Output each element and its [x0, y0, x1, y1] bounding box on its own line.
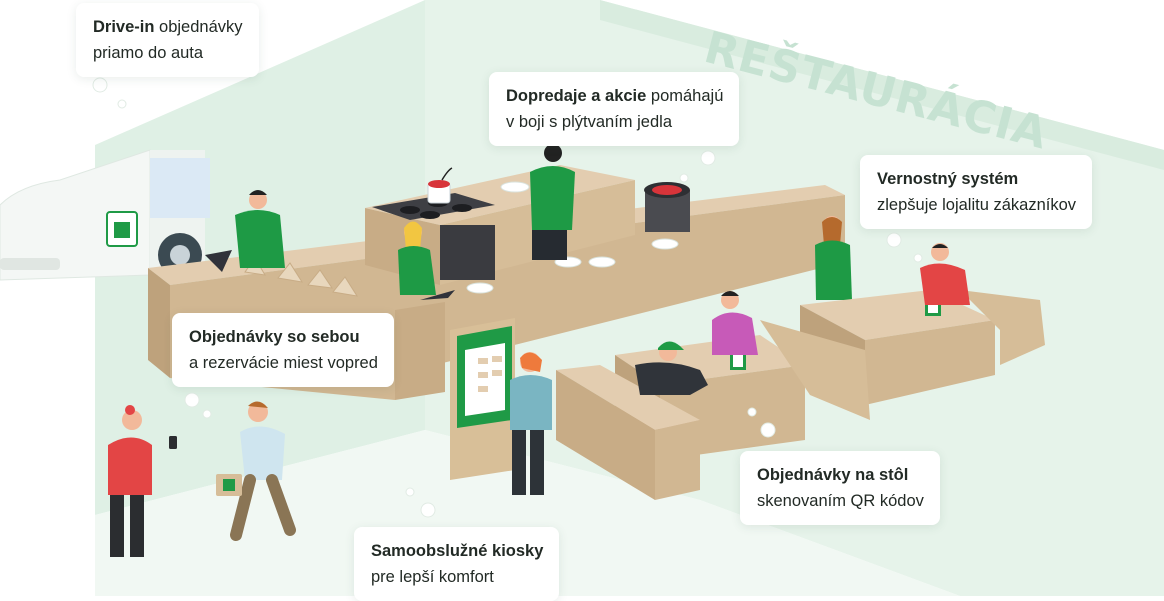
thought-bubble [92, 77, 923, 518]
customer-red-right [920, 243, 970, 305]
callout-upsell: Dopredaje a akcie pomáhajú v boji s plýt… [489, 72, 740, 146]
callout-loyalty: Vernostný systém zlepšuje lojalitu zákaz… [860, 155, 1093, 229]
staff-back [530, 144, 575, 260]
customer-at-kiosk [510, 352, 552, 495]
phone-icon [169, 436, 177, 449]
counter-tablets [205, 250, 455, 300]
staff-drive-in [235, 190, 285, 268]
callout-subtitle: zlepšuje lojalitu zákazníkov [877, 196, 1077, 214]
callout-title: Dopredaje a akcie [506, 87, 647, 105]
callout-title: Samoobslužné kiosky [371, 542, 544, 560]
callout-title: Objednávky na stôl [757, 466, 909, 484]
customer-red-phone [108, 405, 152, 557]
room-floor [95, 430, 960, 596]
callout-subtitle: a rezervácie miest vopred [189, 354, 378, 372]
callout-subtitle: skenovaním QR kódov [757, 492, 924, 510]
customer-walking [230, 401, 296, 541]
customer-pink [712, 291, 758, 355]
callout-title: Vernostný systém [877, 170, 1019, 188]
staff-cook [398, 221, 436, 295]
drive-in-car [0, 149, 210, 281]
stove-icon [372, 193, 495, 280]
callout-takeaway: Objednávky so sebou a rezervácie miest v… [172, 313, 394, 387]
fryer-icon [644, 182, 690, 232]
pot-icon [427, 167, 453, 204]
self-service-kiosk [450, 318, 515, 480]
callout-table-order: Objednávky na stôl skenovaním QR kódov [740, 451, 940, 525]
customer-green-cap [635, 341, 708, 395]
callout-title-rest: objednávky [154, 18, 243, 36]
window-sticker-icon [106, 211, 138, 247]
staff-loyalty [815, 216, 852, 300]
callout-title: Drive-in [93, 18, 155, 36]
callout-title: Objednávky so sebou [189, 328, 360, 346]
callout-subtitle: pre lepší komfort [371, 568, 494, 586]
callout-subtitle: priamo do auta [93, 44, 204, 62]
callout-kiosk: Samoobslužné kiosky pre lepší komfort [354, 527, 560, 601]
booth-seat-left [556, 365, 700, 500]
callout-subtitle: v boji s plýtvaním jedla [506, 113, 672, 131]
callout-title-rest: pomáhajú [646, 87, 724, 105]
room-right-wall [600, 0, 1164, 170]
callout-drive-in: Drive-in objednávky priamo do auta [76, 3, 259, 77]
takeaway-bag-icon [216, 474, 242, 496]
